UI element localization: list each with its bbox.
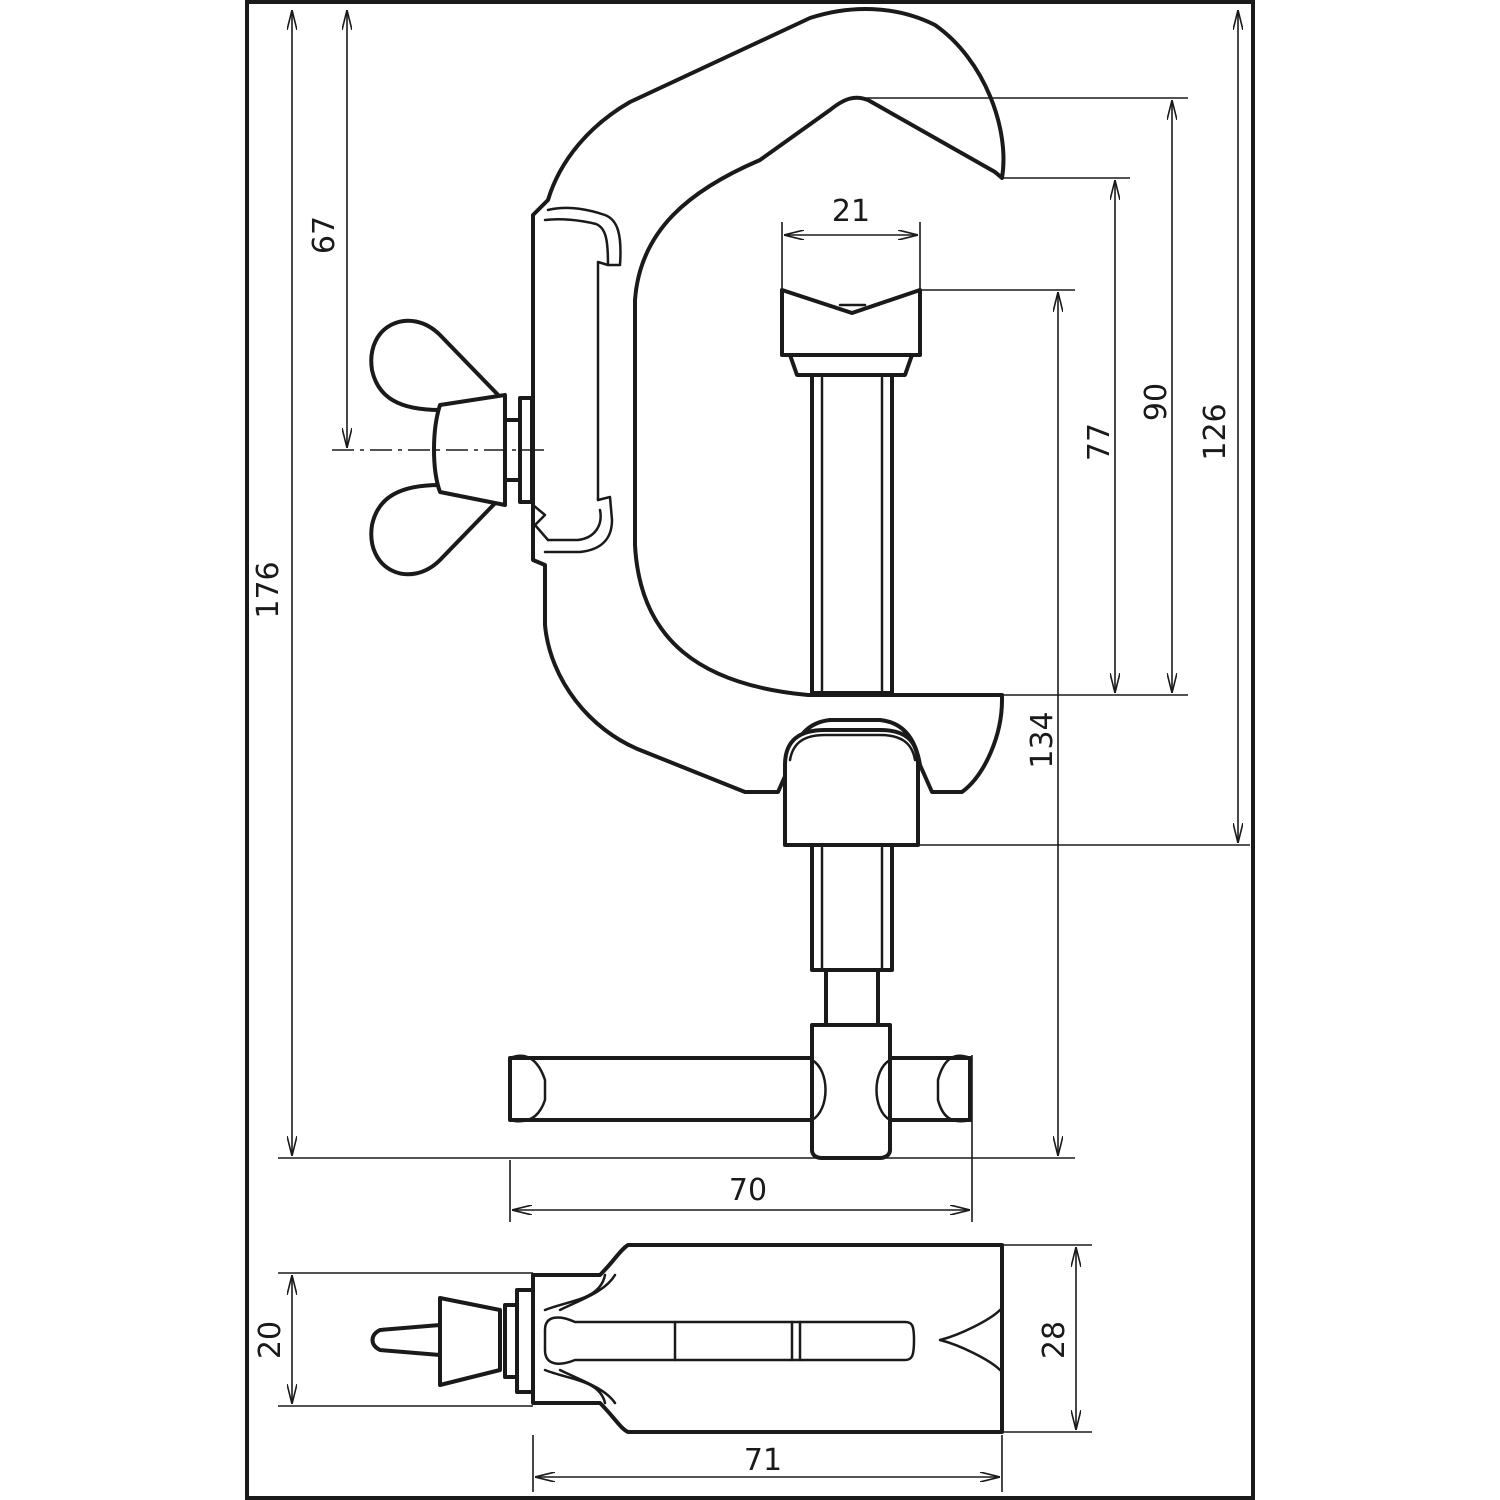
t-handle-right-end bbox=[936, 1054, 972, 1123]
t-handle-bar bbox=[508, 1056, 972, 1122]
t-handle-hub-right-cut bbox=[875, 1058, 892, 1122]
spindle-neck bbox=[824, 968, 880, 1027]
top-view bbox=[370, 1243, 1004, 1434]
drawing-frame bbox=[245, 0, 1255, 1500]
jaw-pad-vgroove bbox=[780, 288, 922, 357]
spindle-lower-line bbox=[820, 846, 884, 970]
t-handle bbox=[508, 1023, 972, 1160]
spindle-upper-line bbox=[820, 376, 884, 692]
lower-rib-inner bbox=[546, 508, 602, 542]
label-body-length: 71 bbox=[744, 1443, 782, 1478]
label-throat-offset: 67 bbox=[307, 216, 342, 254]
label-frame-height: 126 bbox=[1198, 403, 1233, 460]
t-handle-hub bbox=[810, 1023, 892, 1160]
top-view-lower-curve bbox=[543, 1368, 617, 1405]
lower-rib bbox=[543, 495, 614, 554]
upper-rib bbox=[543, 206, 622, 267]
top-view-slot-divider bbox=[673, 1320, 802, 1362]
dimension-labels: 176 67 21 134 77 90 126 70 20 28 71 bbox=[251, 194, 1233, 1478]
extension-lines bbox=[278, 97, 1250, 1492]
top-view-jaw-tip bbox=[938, 1308, 1002, 1372]
label-wing-nut-width: 20 bbox=[253, 1321, 288, 1359]
label-overall-height: 176 bbox=[251, 561, 286, 618]
spindle-upper bbox=[810, 373, 894, 695]
pivot-notch bbox=[531, 503, 550, 542]
wing-nut-lower-wing bbox=[369, 483, 505, 577]
top-view-plate bbox=[515, 1288, 535, 1394]
top-view-body bbox=[531, 1243, 1004, 1434]
jaw-pad-collar bbox=[788, 353, 914, 377]
label-jaw-width: 21 bbox=[832, 194, 870, 229]
spindle-lower bbox=[810, 843, 894, 972]
wing-nut-hub bbox=[432, 393, 507, 507]
top-view-wing-tip bbox=[370, 1323, 442, 1357]
threaded-boss bbox=[783, 728, 920, 847]
wing-nut-upper-wing bbox=[369, 318, 505, 412]
upper-rib-inner bbox=[596, 260, 610, 502]
t-handle-hub-left-cut bbox=[810, 1058, 827, 1122]
label-handle-length: 70 bbox=[729, 1173, 767, 1208]
upper-jaw-pad bbox=[780, 288, 922, 377]
top-view-upper-curve bbox=[543, 1273, 617, 1312]
top-view-slot bbox=[543, 1316, 916, 1365]
top-view-washer bbox=[503, 1303, 519, 1379]
side-view bbox=[332, 7, 1006, 1160]
top-view-wing-nut bbox=[438, 1296, 502, 1387]
label-clamp-max: 90 bbox=[1139, 383, 1174, 421]
dimension-lines bbox=[278, 10, 1250, 1492]
jaw-pad-vgroove-line bbox=[780, 288, 922, 315]
label-clamp-min: 77 bbox=[1082, 423, 1117, 461]
label-screw-length: 134 bbox=[1025, 711, 1060, 768]
c-frame-body bbox=[531, 7, 1006, 794]
wing-nut bbox=[369, 318, 534, 577]
t-handle-left-end bbox=[508, 1054, 547, 1123]
threaded-boss-top bbox=[788, 733, 917, 762]
label-body-thickness: 28 bbox=[1037, 1321, 1072, 1359]
